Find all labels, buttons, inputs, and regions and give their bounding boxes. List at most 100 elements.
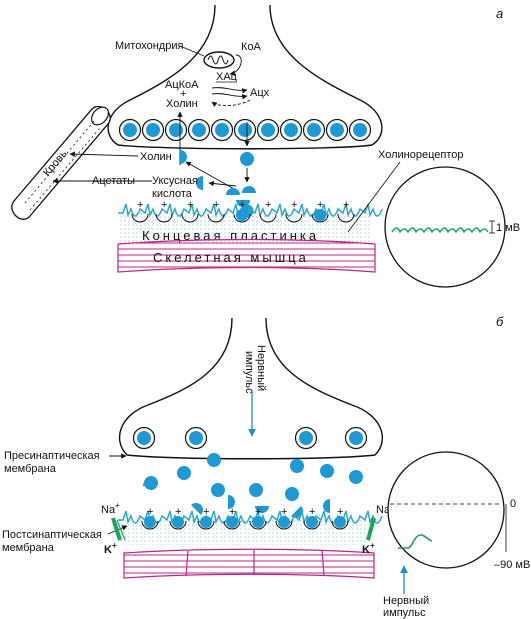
svg-text:+: + xyxy=(239,199,245,211)
cholinoreceptor: + xyxy=(311,199,329,223)
oscilloscope-a: 1 мВ xyxy=(384,166,520,288)
mitochondria-icon xyxy=(203,51,235,69)
label-presynaptic-2: мембрана xyxy=(4,463,57,475)
svg-text:+: + xyxy=(281,506,287,518)
label-scale: 1 мВ xyxy=(496,222,520,234)
label-k-left: K+ xyxy=(104,541,117,556)
label-nerve-impulse-2: импульс xyxy=(243,351,255,394)
vesicle xyxy=(279,118,303,142)
cholinoreceptor: + xyxy=(131,199,149,223)
panel-a-letter: а xyxy=(496,6,503,21)
vesicle xyxy=(325,118,349,142)
ach-molecule xyxy=(207,453,221,467)
cholinoreceptor: + xyxy=(303,506,321,530)
vesicle xyxy=(302,118,326,142)
vesicle xyxy=(348,118,372,142)
svg-text:+: + xyxy=(343,199,349,211)
panel-a: а Митохондрия КоА ХАц АцКоА + Холин Ацх xyxy=(11,4,520,288)
ach-molecule xyxy=(285,487,299,501)
svg-text:+: + xyxy=(175,506,181,518)
vesicle-row-a xyxy=(118,118,372,142)
nerve-terminal-b xyxy=(118,317,384,460)
cholinoreceptor: + xyxy=(275,506,293,530)
cholinoreceptor: + xyxy=(197,506,215,530)
label-acetylcoa: АцКоА xyxy=(165,79,199,91)
cholinoreceptor: + xyxy=(331,506,349,530)
split-ach xyxy=(143,479,157,486)
cholinoreceptor: + xyxy=(337,199,355,223)
label-minus90: –90 мВ xyxy=(494,559,530,571)
label-presynaptic-1: Пресинаптическая xyxy=(4,450,100,462)
svg-text:+: + xyxy=(229,506,235,518)
svg-text:+: + xyxy=(203,506,209,518)
cholinoreceptor: + xyxy=(249,506,267,530)
ach-molecule xyxy=(177,466,191,480)
svg-text:+: + xyxy=(309,506,315,518)
label-mitochondria: Митохондрия xyxy=(115,40,183,52)
released-ach xyxy=(143,453,363,518)
cholinoreceptor: + xyxy=(285,199,303,223)
choline-half xyxy=(180,150,187,164)
end-plate-b: + + + + + + + + xyxy=(118,506,383,545)
cholinoreceptor: + xyxy=(155,199,173,223)
ach-molecule xyxy=(290,459,304,473)
ach-molecule xyxy=(349,470,363,484)
cholinoreceptor: + xyxy=(141,506,159,530)
blood-vessel: Кровь xyxy=(11,105,111,220)
label-nerve-impulse-bottom-2: импульс xyxy=(383,607,426,619)
label-choline-left: Холин xyxy=(140,151,172,163)
split-ach xyxy=(228,495,235,509)
oscilloscope-b: 0 –90 мВ Нервный импульс xyxy=(383,451,530,619)
svg-text:+: + xyxy=(213,199,219,211)
label-acetic-acid-2: кислота xyxy=(152,188,193,200)
mepp-trace xyxy=(391,227,489,234)
panel-b: б Нервный импульс Пресинаптическая мембр… xyxy=(2,314,530,619)
panel-b-letter: б xyxy=(496,314,504,329)
label-postsynaptic-2: мембрана xyxy=(2,542,55,554)
split-ach xyxy=(191,503,203,515)
label-nerve-impulse-1: Нервный xyxy=(255,345,267,391)
cholinoreceptor: + xyxy=(223,506,241,530)
vesicle xyxy=(344,426,368,450)
cholinoreceptor: + xyxy=(207,199,225,223)
svg-text:+: + xyxy=(265,199,271,211)
na-flux-right xyxy=(366,517,376,541)
svg-text:+: + xyxy=(255,506,261,518)
vesicle xyxy=(256,118,280,142)
label-chat: ХАц xyxy=(216,71,238,83)
ach-molecule xyxy=(249,483,263,497)
vesicle xyxy=(233,118,257,142)
epp-trace xyxy=(398,534,433,549)
svg-text:+: + xyxy=(161,199,167,211)
label-acetic-acid-1: Уксусная xyxy=(152,175,198,187)
vesicle xyxy=(141,118,165,142)
split-ach xyxy=(323,499,330,513)
acetic-acid-half xyxy=(196,176,203,190)
svg-text:+: + xyxy=(291,199,297,211)
vesicle xyxy=(132,426,156,450)
svg-text:+: + xyxy=(147,506,153,518)
vesicle xyxy=(294,426,318,450)
label-coa: КоА xyxy=(241,41,262,53)
na-flux-left xyxy=(111,517,122,541)
ach-molecule xyxy=(211,483,225,497)
skeletal-muscle-a: Скелетная мышца xyxy=(117,238,376,273)
vesicle xyxy=(187,118,211,142)
label-ach: Ацх xyxy=(250,87,270,99)
skeletal-muscle-b xyxy=(123,548,375,579)
vesicle xyxy=(184,426,208,450)
label-postsynaptic-1: Постсинаптическая xyxy=(2,529,102,541)
nerve-terminal-a xyxy=(107,4,383,150)
cholinoreceptor: + xyxy=(169,506,187,530)
label-skeletal-muscle: Скелетная мышца xyxy=(153,250,309,265)
label-choline-top: Холин xyxy=(166,98,198,110)
svg-text:+: + xyxy=(137,199,143,211)
ach-molecule xyxy=(320,464,334,478)
label-plus: + xyxy=(180,88,186,100)
label-k-right: K+ xyxy=(362,541,375,556)
label-cholinoreceptor: Холинорецептор xyxy=(378,149,463,161)
label-zero: 0 xyxy=(510,498,516,510)
ach-molecule xyxy=(240,152,254,166)
label-na-left: Na+ xyxy=(101,501,120,516)
